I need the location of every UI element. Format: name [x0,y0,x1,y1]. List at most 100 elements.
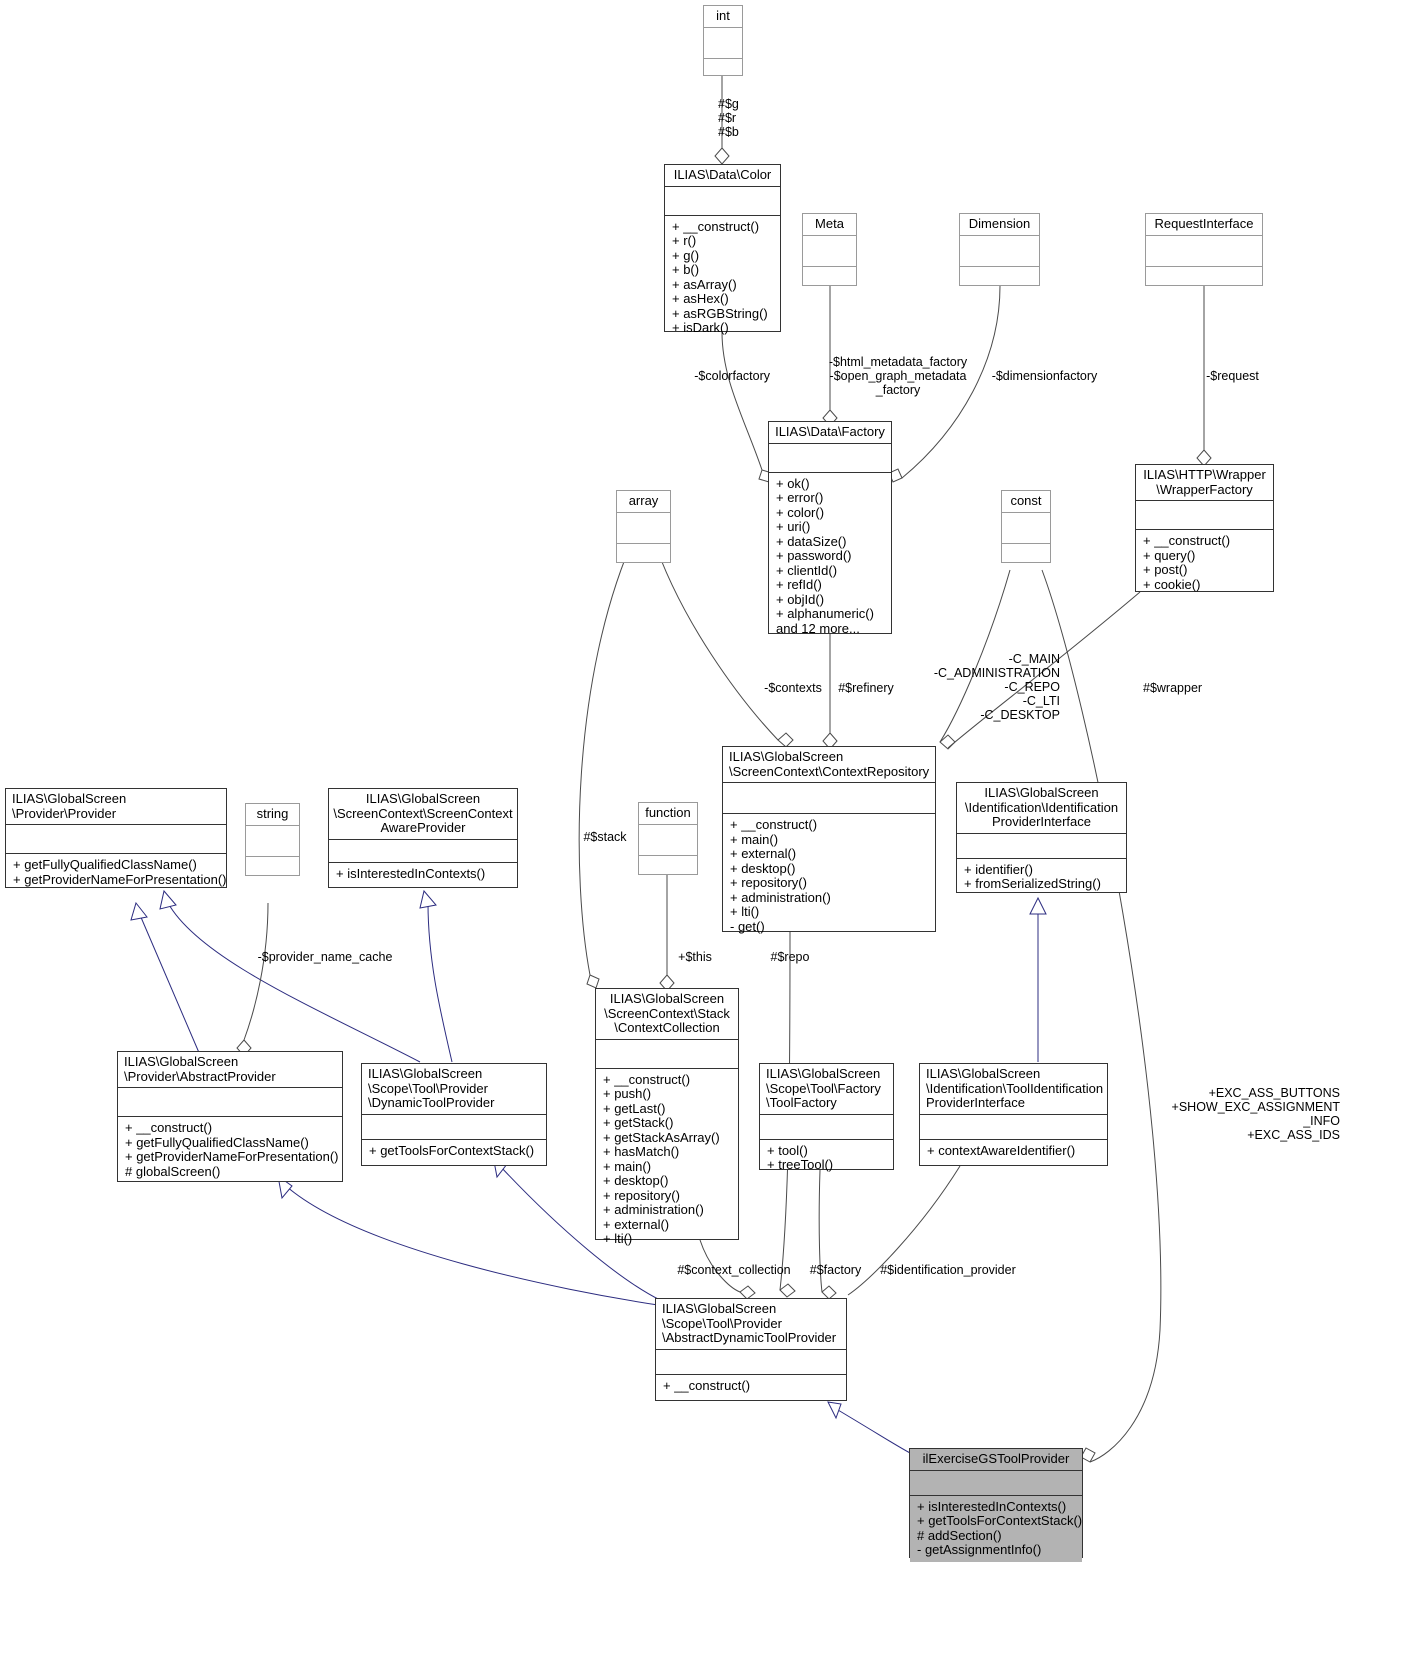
class-box-ilias-data-color[interactable]: ILIAS\Data\Color + __construct()+ r()+ g… [664,164,781,335]
class-attributes [760,1115,893,1140]
class-operation: + __construct() [125,1120,213,1135]
class-box-const[interactable]: const [1001,490,1051,563]
class-name: ILIAS\HTTP\Wrapper \WrapperFactory [1136,465,1273,501]
edge-screencontextaware-dynamictool [419,889,453,1063]
class-operation: + __construct() [603,1071,691,1087]
class-box-abstractprovider[interactable]: ILIAS\GlobalScreen \Provider\AbstractPro… [117,1051,343,1182]
class-operation: # addSection() [917,1527,1002,1543]
class-operation: + isInterestedInContexts() [917,1498,1067,1514]
class-operation: + lti() [603,1231,633,1246]
class-box-provider-provider[interactable]: ILIAS\GlobalScreen \Provider\Provider + … [5,788,227,888]
class-operation: + tool() [767,1142,808,1158]
class-box-ilias-data-factory[interactable]: ILIAS\Data\Factory + ok()+ error()+ colo… [768,421,892,635]
class-operation: + dataSize() [776,533,847,549]
class-operation: + __construct() [1143,533,1231,548]
class-operation: + error() [776,490,824,505]
edge-toolfactory-abstractdynamic [818,1169,837,1300]
class-operations: + __construct()+ getFullyQualifiedClassN… [118,1117,342,1183]
class-operations: + isInterestedInContexts()+ getToolsForC… [910,1495,1083,1562]
class-box-meta[interactable]: Meta [802,213,857,286]
edge-provider-abstractprovider [130,901,201,1056]
class-operation: + contextAwareIdentifier() [927,1142,1076,1158]
class-name: string [246,804,299,826]
class-box-abstractdynamictoolprovider[interactable]: ILIAS\GlobalScreen \Scope\Tool\Provider … [655,1298,847,1401]
class-attributes [920,1115,1107,1140]
class-attributes [1136,501,1273,530]
class-attributes [617,513,670,544]
class-box-function[interactable]: function [638,802,698,875]
edge-label-context-consts: -C_MAIN -C_ADMINISTRATION -C_REPO -C_LTI… [933,652,1060,722]
class-attributes [118,1088,342,1117]
class-box-int[interactable]: int [703,5,743,76]
class-name: Dimension [960,214,1039,236]
class-operations: + __construct() [656,1375,846,1398]
class-attributes [1146,236,1262,267]
class-attributes [596,1040,738,1069]
class-operation: + __construct() [672,218,760,234]
class-name: ILIAS\GlobalScreen \Identification\ToolI… [920,1064,1107,1115]
class-box-wrapperfactory[interactable]: ILIAS\HTTP\Wrapper \WrapperFactory + __c… [1135,464,1274,592]
class-operation: + isInterestedInContexts() [336,865,486,881]
edge-label-stack: #$stack [583,830,627,844]
class-box-ilexercisegstoolprovider[interactable]: ilExerciseGSToolProvider + isInterestedI… [909,1448,1083,1562]
class-attributes [6,825,226,854]
class-box-dynamictoolprovider[interactable]: ILIAS\GlobalScreen \Scope\Tool\Provider … [361,1063,547,1166]
class-operation: + asHex() [672,291,729,306]
class-operation: + asRGBString() [672,305,768,321]
class-attributes [910,1470,1082,1496]
class-operation: + g() [672,247,700,263]
class-operation: + b() [672,262,700,277]
class-box-toolidentificationproviderinterface[interactable]: ILIAS\GlobalScreen \Identification\ToolI… [919,1063,1108,1166]
class-box-contextrepository[interactable]: ILIAS\GlobalScreen \ScreenContext\Contex… [722,746,936,934]
edge-function-contextcollection [659,875,675,992]
class-operation: + color() [776,504,825,520]
class-operation: + hasMatch() [603,1144,680,1159]
edge-label-context-collection: #$context_collection [677,1263,791,1277]
edge-label-refinery: #$refinery [838,681,894,695]
class-attributes [362,1115,546,1140]
class-name: ILIAS\GlobalScreen \Scope\Tool\Factory \… [760,1064,893,1115]
class-operations [803,267,856,297]
class-operation: - get() [730,918,765,934]
class-operations: + __construct()+ r()+ g()+ b()+ asArray(… [665,216,780,340]
class-box-dimension[interactable]: Dimension [959,213,1040,286]
class-box-requestinterface[interactable]: RequestInterface [1145,213,1263,286]
class-name: Meta [803,214,856,236]
class-operation: + treeTool() [767,1157,834,1172]
class-box-contextcollection[interactable]: ILIAS\GlobalScreen \ScreenContext\Stack … [595,988,739,1246]
class-operation: + repository() [603,1187,680,1203]
class-name: ILIAS\Data\Factory [769,422,891,444]
edge-abstractdynamic-ilexercise [827,1401,913,1455]
class-operation: + getFullyQualifiedClassName() [125,1134,309,1150]
class-operation: + getStackAsArray() [603,1129,720,1145]
class-box-toolfactory[interactable]: ILIAS\GlobalScreen \Scope\Tool\Factory \… [759,1063,894,1172]
class-attributes [665,187,780,216]
class-operations: + __construct()+ push()+ getLast()+ getS… [596,1069,738,1251]
class-operation: + getLast() [603,1100,666,1116]
class-operation: + post() [1143,562,1188,577]
class-operation: + main() [603,1158,652,1174]
class-attributes [639,825,697,856]
class-operation: + isDark() [672,320,729,335]
class-box-identificationproviderinterface[interactable]: ILIAS\GlobalScreen \Identification\Ident… [956,782,1127,893]
class-operation: + administration() [730,889,831,905]
class-operation: + uri() [776,519,811,534]
class-operation: + getFullyQualifiedClassName() [13,857,197,872]
edge-array-contextcollection [578,534,636,989]
class-name: ILIAS\Data\Color [665,165,780,187]
class-operation: + lti() [730,904,760,919]
class-operation: + getToolsForContextStack() [917,1513,1083,1528]
class-box-screencontextawareprovider[interactable]: ILIAS\GlobalScreen \ScreenContext\Screen… [328,788,518,888]
class-operation: + desktop() [603,1173,669,1188]
class-operations: + identifier()+ fromSerializedString() [957,859,1126,896]
class-name: RequestInterface [1146,214,1262,236]
class-box-array[interactable]: array [616,490,671,563]
class-box-string[interactable]: string [245,803,300,876]
class-name: ILIAS\GlobalScreen \Provider\Provider [6,789,226,825]
class-name: ILIAS\GlobalScreen \ScreenContext\Contex… [723,747,935,783]
class-operations: + __construct()+ query()+ post()+ cookie… [1136,530,1273,596]
class-operation: + identifier() [964,861,1033,877]
class-name: int [704,6,742,28]
class-operation: + desktop() [730,860,796,876]
edge-label-wrapper: #$wrapper [1143,681,1203,695]
